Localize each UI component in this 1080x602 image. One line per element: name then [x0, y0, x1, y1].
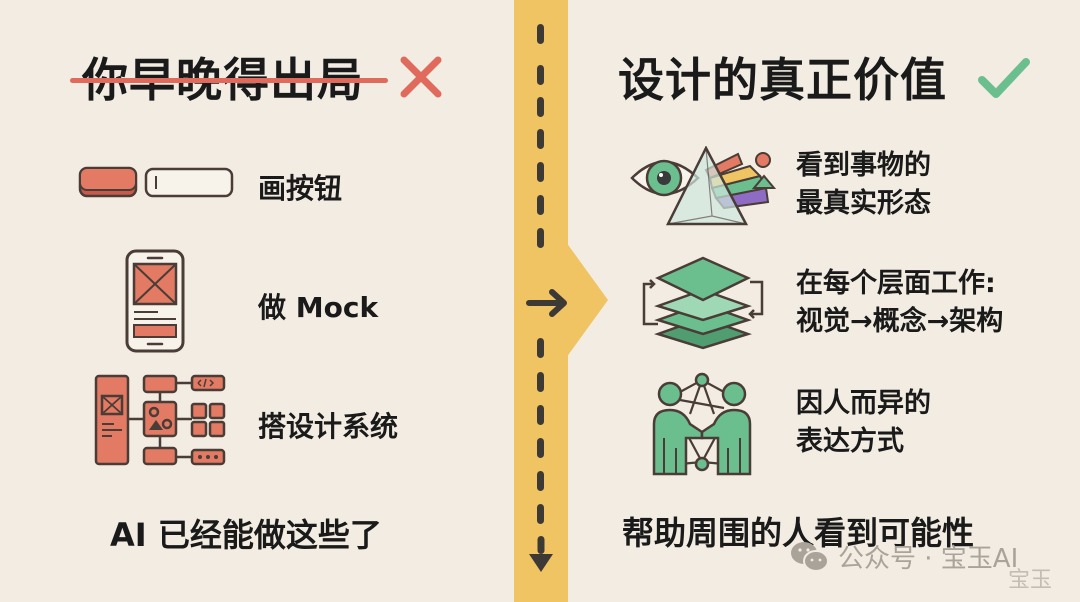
people-network-icon	[652, 372, 752, 476]
dash	[537, 129, 544, 149]
watermark-overlay: 宝玉	[1008, 568, 1053, 593]
arrow-right-icon	[526, 289, 567, 317]
phone-mockup-icon	[125, 249, 185, 353]
dash	[537, 471, 544, 491]
item-work-every-layer-line2: 视觉→概念→架构	[796, 306, 1004, 337]
dash	[537, 504, 544, 524]
item-personalized-expression-line1: 因人而异的	[796, 388, 931, 419]
arrow-down-icon	[529, 536, 553, 572]
dash	[537, 65, 544, 85]
design-system-icon	[94, 374, 226, 466]
left-footer: AI 已经能做这些了	[110, 516, 382, 554]
wechat-icon	[791, 542, 829, 572]
dash	[537, 228, 544, 248]
dash	[537, 338, 544, 358]
cross-icon	[400, 56, 442, 98]
dash	[537, 24, 544, 44]
dash	[537, 195, 544, 215]
left-title: 你早晚得出局	[82, 53, 364, 107]
item-draw-buttons: 画按钮	[258, 172, 343, 205]
item-see-true-form-line2: 最真实形态	[796, 188, 931, 219]
dash	[537, 405, 544, 425]
watermark-text: 公众号 · 宝玉AI	[838, 544, 1019, 574]
item-personalized-expression-line2: 表达方式	[796, 426, 904, 457]
right-title: 设计的真正价值	[618, 53, 947, 107]
dash	[537, 438, 544, 458]
button-icon	[78, 166, 234, 198]
layers-icon	[642, 256, 764, 350]
divider-notch	[566, 242, 608, 358]
item-build-design-system: 搭设计系统	[258, 410, 399, 443]
dash	[537, 97, 544, 117]
eye-prism-icon	[630, 146, 777, 226]
dash	[537, 372, 544, 392]
dash	[537, 162, 544, 182]
strikethrough-line	[70, 78, 388, 83]
item-work-every-layer-line1: 在每个层面工作:	[796, 268, 996, 299]
item-see-true-form-line1: 看到事物的	[796, 150, 931, 181]
item-make-mock: 做 Mock	[258, 291, 379, 324]
checkmark-icon	[978, 58, 1030, 98]
